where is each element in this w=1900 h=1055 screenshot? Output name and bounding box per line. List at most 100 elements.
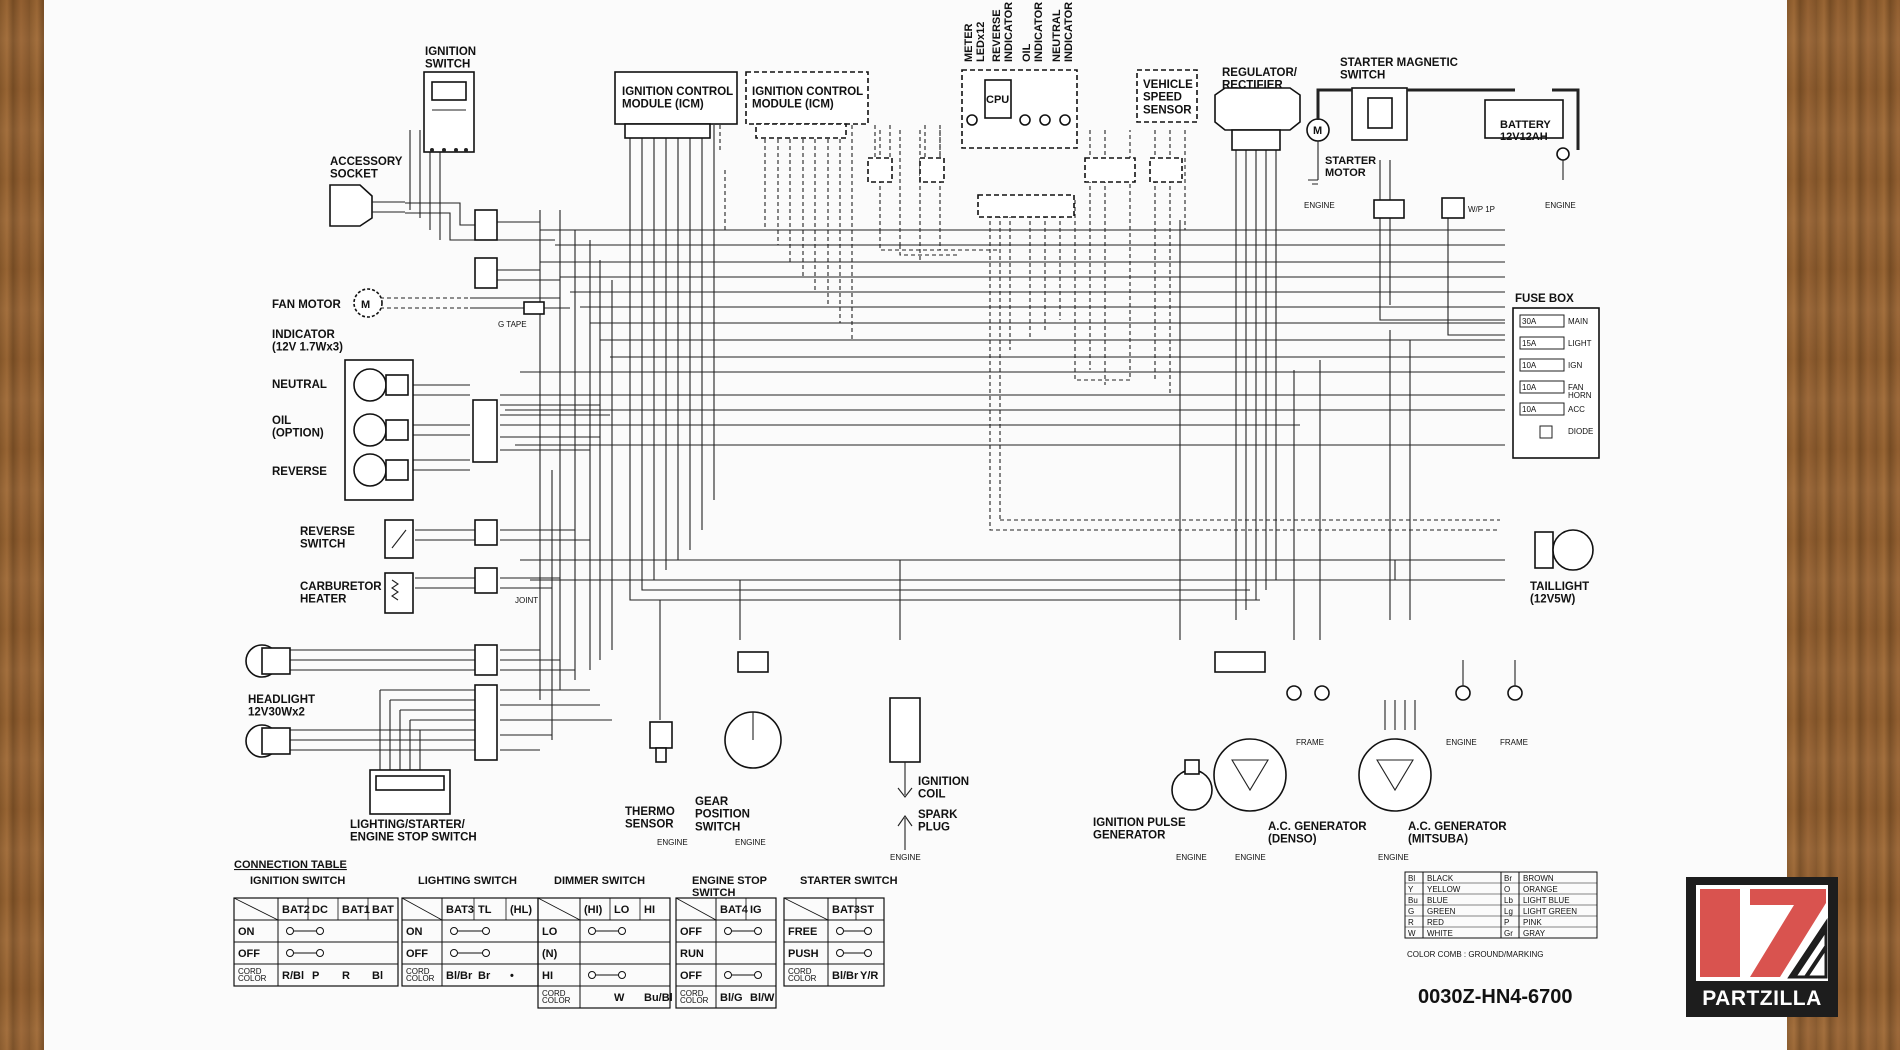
color-legend-cell: GRAY (1523, 929, 1546, 938)
part-number: 0030Z-HN4-6700 (1418, 986, 1573, 1008)
switch-col-header: BAT3 (832, 904, 860, 916)
partzilla-logo-text: PARTZILLA (1702, 987, 1822, 1010)
color-legend-cell: BROWN (1523, 874, 1554, 883)
fan-motor-label: FAN MOTOR (272, 299, 341, 311)
cord-color-value: Bl/Br (832, 970, 859, 982)
color-legend-cell: G (1408, 907, 1414, 916)
color-legend-cell: BLUE (1427, 896, 1448, 905)
color-legend-cell: LIGHT GREEN (1523, 907, 1577, 916)
indicator-label: INDICATOR(12V 1.7Wx3) (272, 329, 343, 354)
wood-border-right (1787, 0, 1900, 1050)
switch-col-header: BAT2 (282, 904, 310, 916)
svg-text:M: M (361, 299, 370, 311)
color-legend-cell: P (1504, 918, 1509, 927)
color-legend-cell: YELLOW (1427, 885, 1461, 894)
regulator-rectifier: REGULATOR/RECTIFIER (1214, 67, 1301, 151)
color-legend-cell: Gr (1504, 929, 1513, 938)
fuse-label: MAIN (1568, 317, 1588, 326)
wood-border-left (0, 0, 44, 1050)
partzilla-logo-mark (1696, 885, 1828, 981)
switch-col-header: (HL) (510, 904, 532, 916)
wp1p-label: W/P 1P (1468, 205, 1495, 214)
switch-col-header: BAT4 (720, 904, 749, 916)
switch-row-label: OFF (238, 948, 260, 960)
fuse-box-label: FUSE BOX (1515, 293, 1574, 305)
cord-color-value: W (614, 992, 625, 1004)
color-legend-cell: Bl (1408, 874, 1415, 883)
color-legend-cell: R (1408, 918, 1414, 927)
fuse-row: 30A MAIN (1519, 314, 1588, 328)
switch-col-header: LO (614, 904, 630, 916)
lighting-switch-label: LIGHTING/STARTER/ENGINE STOP SWITCH (350, 819, 477, 844)
fan-motor: M FAN MOTOR G TAPE (272, 288, 527, 329)
ac-denso-label: A.C. GENERATOR(DENSO) (1268, 821, 1367, 846)
engine-label-mitsuba: ENGINE (1378, 853, 1409, 862)
switch-col-header: (HI) (584, 904, 603, 916)
switch-table-title: IGNITION SWITCH (250, 875, 345, 887)
color-legend-cell: GREEN (1427, 907, 1456, 916)
switch-row-label: FREE (788, 926, 817, 938)
engine-label-gear: ENGINE (735, 838, 766, 847)
partzilla-logo[interactable]: PARTZILLA (1686, 877, 1838, 1017)
frame-label-2: FRAME (1500, 738, 1528, 747)
left-connectors (472, 209, 545, 761)
switch-col-header: ST (860, 904, 874, 916)
taillight: TAILLIGHT(12V5W) (1530, 529, 1594, 606)
color-legend-cell: RED (1427, 918, 1444, 927)
color-legend-cell: ORANGE (1523, 885, 1558, 894)
connection-table-title: CONNECTION TABLE (234, 859, 347, 871)
color-legend-cell: BLACK (1427, 874, 1454, 883)
oil-label: OIL(OPTION) (272, 415, 324, 440)
cord-color-value: Y/R (860, 970, 878, 982)
cord-color-value: Bl (372, 970, 383, 982)
cord-color-value: P (312, 970, 319, 982)
meter-label: METER (963, 23, 975, 62)
cord-color-value: Bl/G (720, 992, 743, 1004)
engine-label-starter: ENGINE (1304, 201, 1335, 210)
switch-row-label: OFF (406, 948, 428, 960)
switch-row-label: LO (542, 926, 558, 938)
svg-text:M: M (1313, 125, 1322, 137)
meter: CPU METER LEDx12 REVERSEINDICATOR OILIND… (961, 2, 1078, 149)
switch-col-header: HI (644, 904, 655, 916)
fuse-amps: 30A (1522, 317, 1537, 326)
engine-label-coil: ENGINE (890, 853, 921, 862)
switch-table-title: STARTER SWITCH (800, 875, 898, 887)
color-legend-cell: Bu (1408, 896, 1418, 905)
fuse-amps: 10A (1522, 383, 1537, 392)
engine-label-pulse: ENGINE (1176, 853, 1207, 862)
regulator-label: REGULATOR/RECTIFIER (1222, 67, 1298, 92)
switch-row-label: (N) (542, 948, 558, 960)
dashed-connectors (867, 125, 1183, 218)
fuse-label: FAN (1568, 383, 1584, 392)
color-legend-note: COLOR COMB : GROUND/MARKING (1407, 950, 1543, 959)
